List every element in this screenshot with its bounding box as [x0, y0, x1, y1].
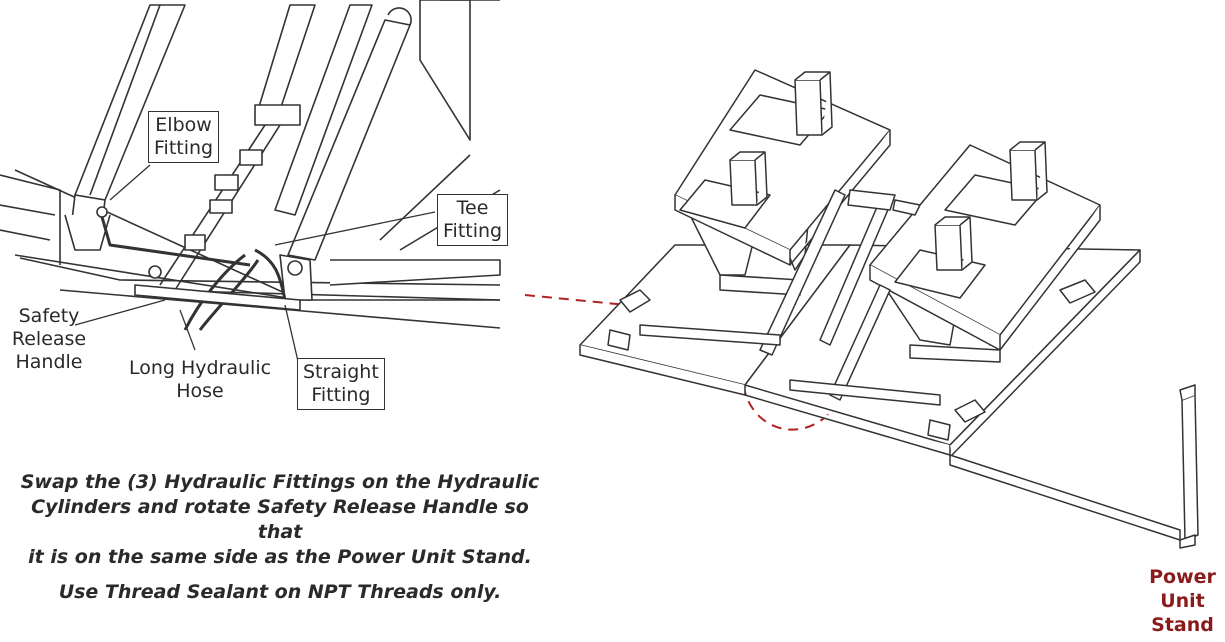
- label-line: Safety: [18, 305, 80, 327]
- lift-assembly: [579, 69, 1199, 549]
- label-line: Long Hydraulic: [128, 357, 272, 379]
- detail-view: [0, 0, 501, 331]
- label-line: Hose: [176, 380, 224, 402]
- safety-release-handle-label: Safety Release Handle: [10, 305, 88, 374]
- label-line: Release: [11, 328, 87, 350]
- instruction-line: Cylinders and rotate Safety Release Hand…: [31, 496, 529, 543]
- label-line: Fitting: [154, 137, 214, 159]
- label-line: Handle: [15, 351, 83, 373]
- sealant-instruction: Use Thread Sealant on NPT Threads only.: [20, 580, 540, 605]
- label-line: Power: [1149, 566, 1216, 588]
- label-line: Fitting: [311, 384, 371, 406]
- tee-fitting-label: Tee Fitting: [437, 194, 509, 246]
- swap-instruction: Swap the (3) Hydraulic Fittings on the H…: [20, 470, 540, 570]
- label-line: Stand: [1151, 614, 1214, 636]
- elbow-fitting-label: Elbow Fitting: [148, 111, 220, 163]
- long-hydraulic-hose-label: Long Hydraulic Hose: [120, 357, 280, 403]
- instruction-line: Swap the (3) Hydraulic Fittings on the H…: [20, 471, 540, 493]
- instruction-line: Use Thread Sealant on NPT Threads only.: [58, 581, 502, 603]
- instruction-line: it is on the same side as the Power Unit…: [28, 546, 532, 568]
- label-line: Elbow: [155, 114, 212, 136]
- straight-fitting-label: Straight Fitting: [297, 358, 385, 410]
- label-line: Fitting: [443, 220, 503, 242]
- power-unit-stand-label: Power Unit Stand: [1140, 565, 1225, 637]
- label-line: Straight: [303, 361, 379, 383]
- label-line: Tee: [456, 197, 489, 219]
- label-line: Unit: [1160, 590, 1205, 612]
